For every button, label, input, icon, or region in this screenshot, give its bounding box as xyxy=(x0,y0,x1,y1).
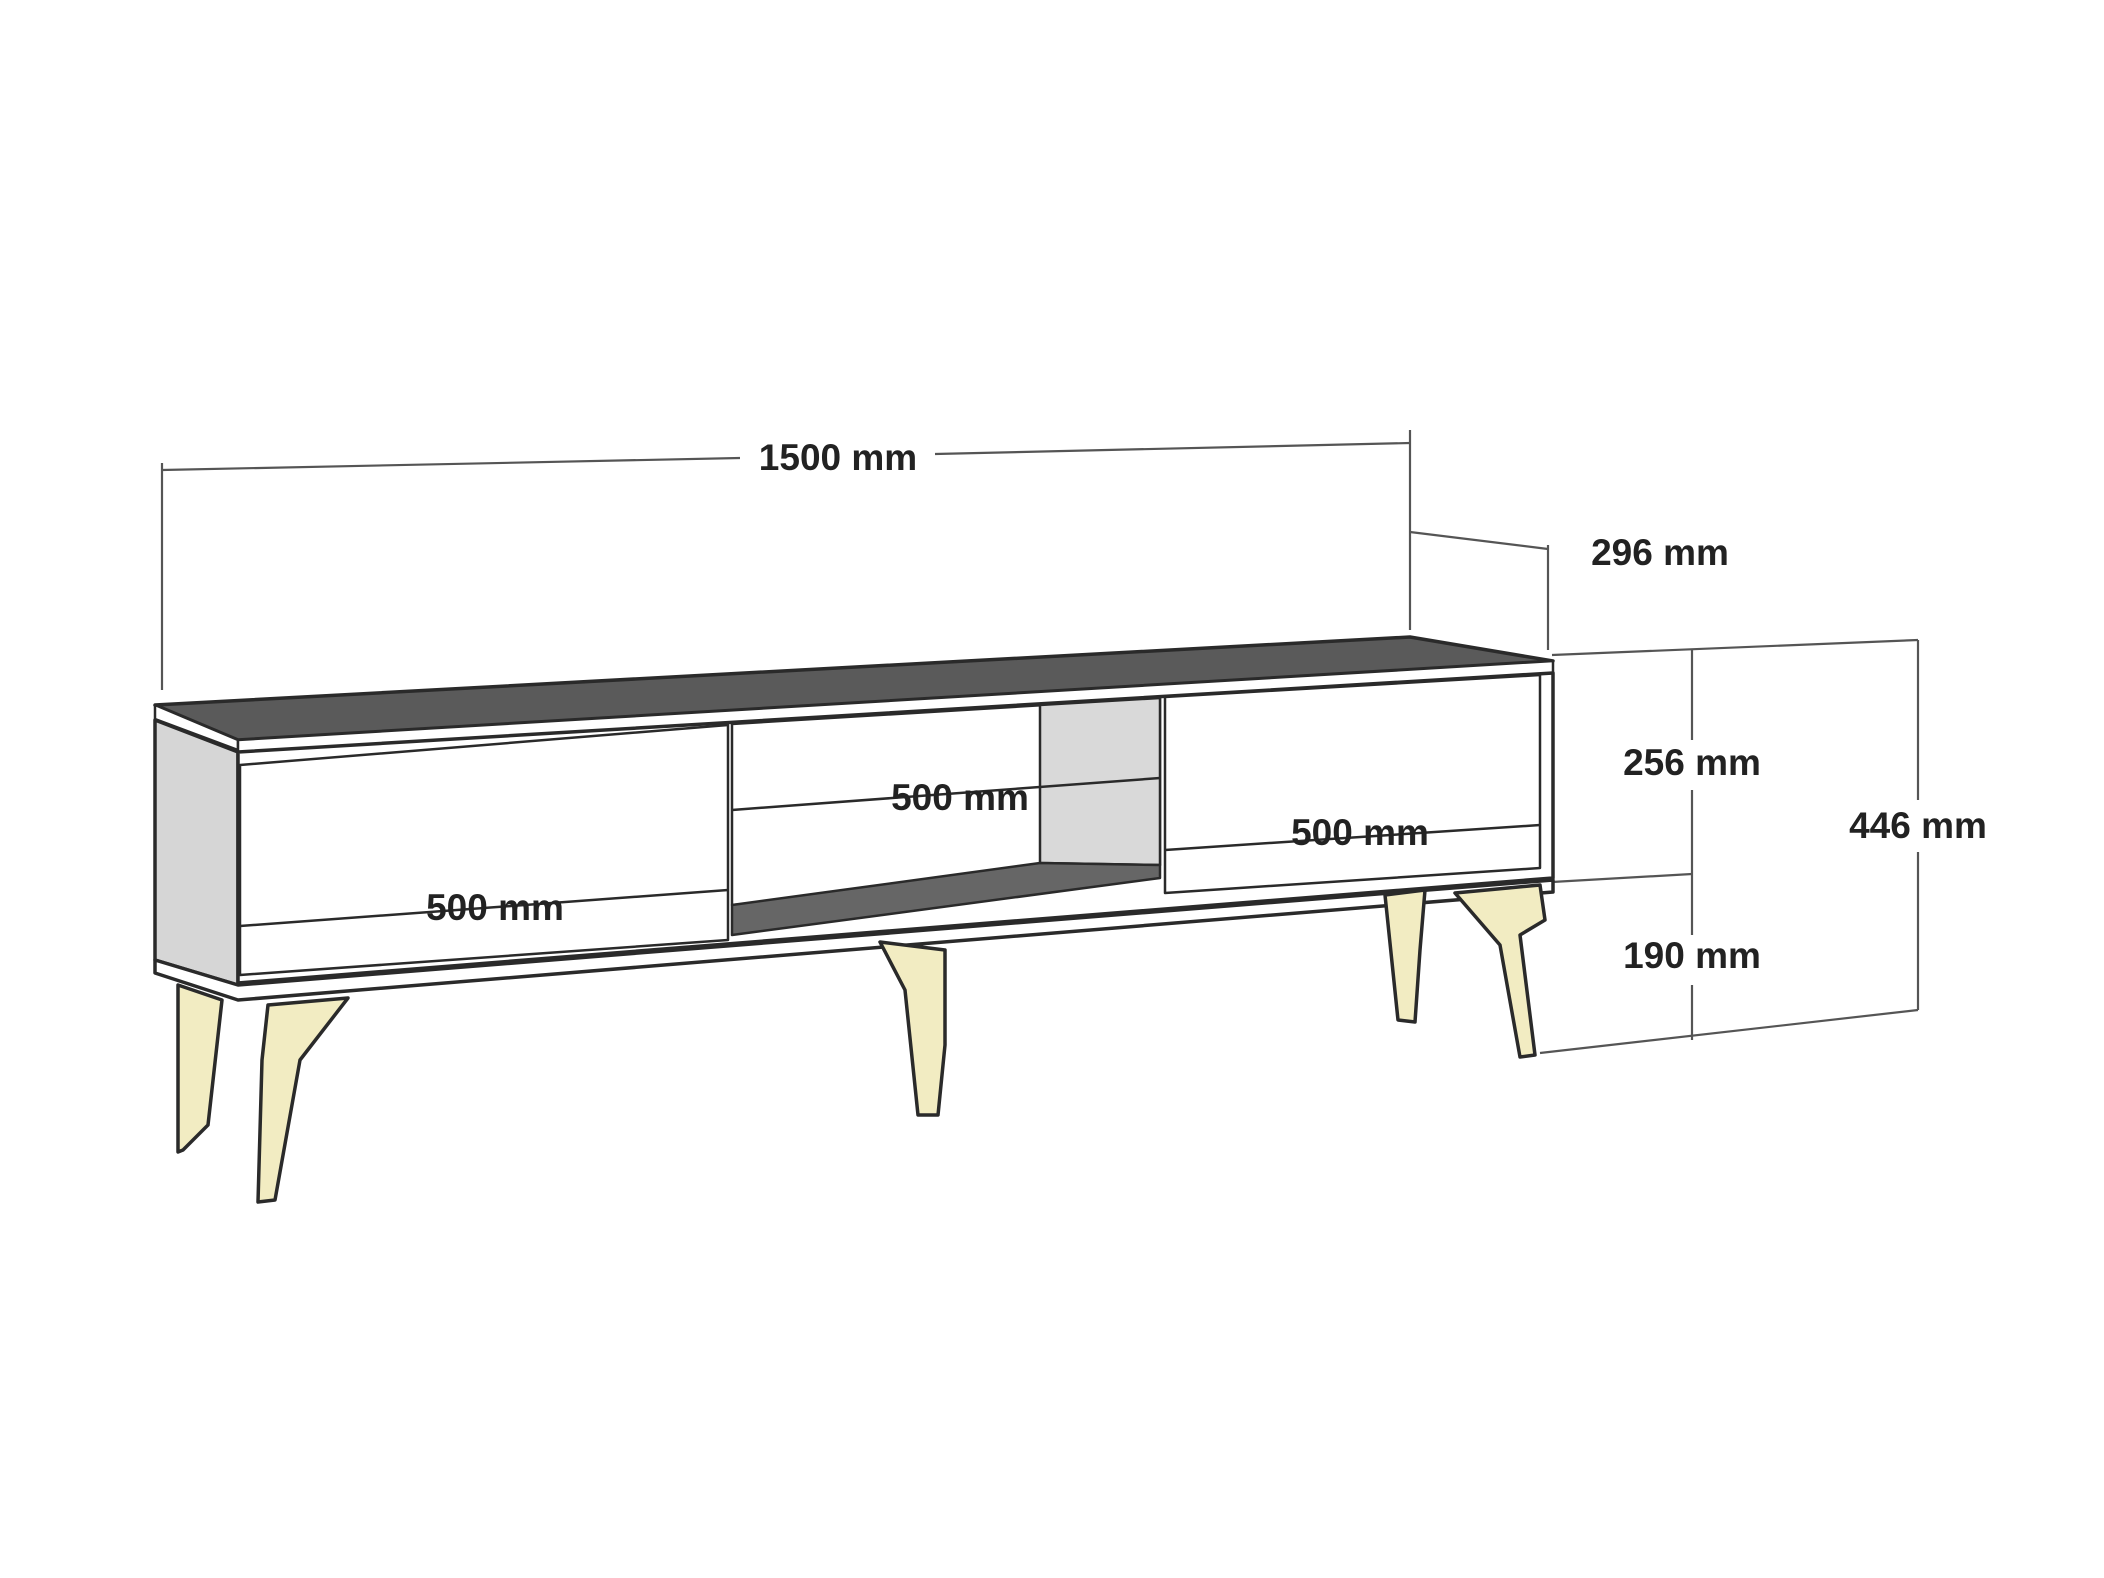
bottom-plinth xyxy=(153,878,1555,1002)
leg-height-label: 190 mm xyxy=(1623,935,1761,976)
right-door xyxy=(1163,673,1542,895)
niche-inner-line xyxy=(731,776,1161,812)
left-door xyxy=(238,723,730,977)
right-door-width-label: 500 mm xyxy=(1291,812,1429,853)
right-door-handle-groove xyxy=(1164,823,1541,852)
leg-front-left-outer xyxy=(176,983,224,1154)
depth-label: 296 mm xyxy=(1591,532,1729,573)
left-side-panel xyxy=(153,718,240,987)
bottom-extension-line xyxy=(1539,1008,1919,1055)
dimension-lines xyxy=(160,430,1920,1055)
cabinet xyxy=(153,635,1555,1002)
width-dimension-line-right xyxy=(934,441,1411,456)
width-label: 1500 mm xyxy=(759,437,917,478)
leg-front-left-inner xyxy=(256,996,350,1204)
body-height-label: 256 mm xyxy=(1623,742,1761,783)
middle-extension-line xyxy=(1551,872,1693,884)
dimension-labels: 1500 mm 296 mm 256 mm 190 mm 446 mm 500 … xyxy=(426,437,1987,976)
center-niche-width-label: 500 mm xyxy=(891,777,1029,818)
niche-shelf xyxy=(730,861,1162,937)
leg-front-right xyxy=(1453,883,1547,1059)
leg-front-middle xyxy=(878,940,947,1117)
legs xyxy=(176,883,1547,1204)
left-door-handle-groove xyxy=(239,888,729,928)
left-door-width-label: 500 mm xyxy=(426,887,564,928)
top-extension-line xyxy=(1551,638,1919,657)
depth-dimension-line xyxy=(1409,530,1549,551)
leg-back-right xyxy=(1383,888,1427,1024)
width-dimension-line-left xyxy=(161,456,741,472)
total-height-label: 446 mm xyxy=(1849,805,1987,846)
